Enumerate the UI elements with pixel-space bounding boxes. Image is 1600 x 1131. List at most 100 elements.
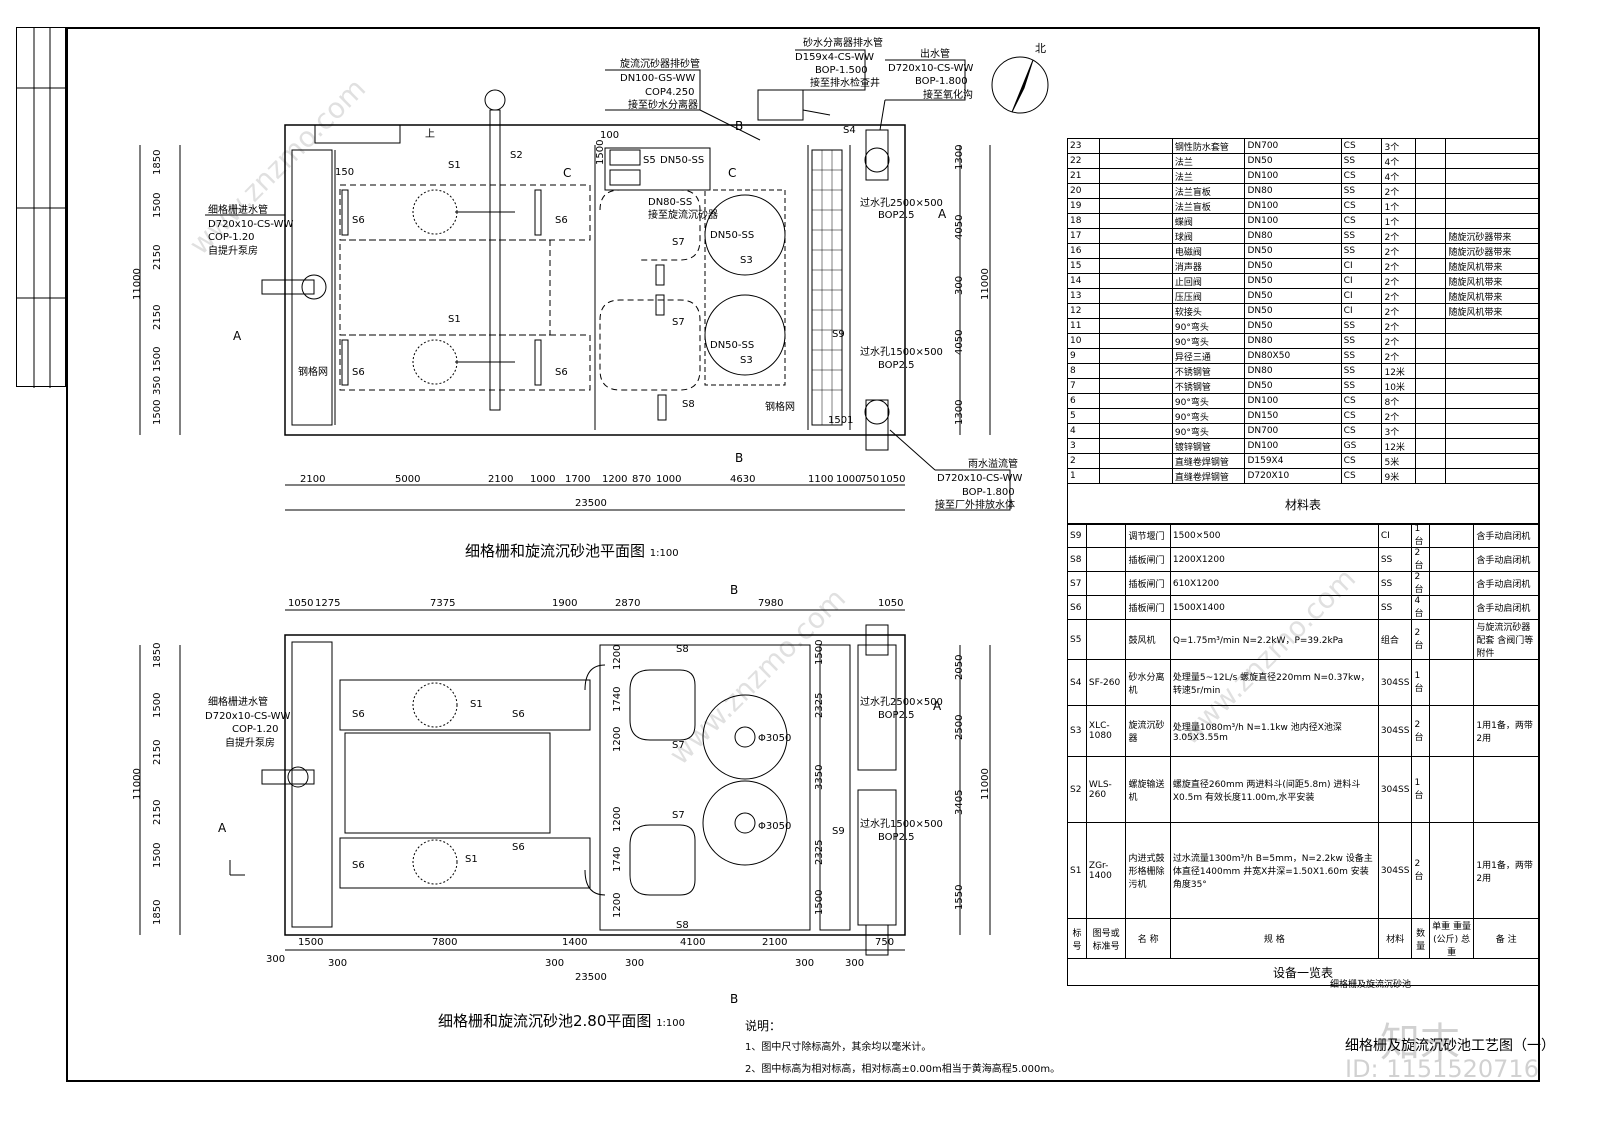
materials-cell [1099,198,1173,214]
materials-cell: DN50 [1244,243,1342,259]
plan1-dim-right-3: 4050 [954,330,965,355]
materials-cell: DN50 [1244,378,1342,394]
callout-out-0: 出水管 [920,47,950,60]
plan1-dn50-mid: DN50-SS [710,230,754,241]
equipment-cell: SS [1377,595,1413,620]
plan1-label-s3a: S3 [740,255,753,266]
equipment-header-cell: 规 格 [1169,918,1379,959]
plan2-inner-1: 1740 [612,687,623,712]
equipment-cell: SS [1377,547,1413,572]
equipment-cell: 含手动启闭机 [1473,595,1539,620]
materials-cell [1099,318,1173,334]
materials-cell: 2个 [1381,243,1416,259]
equipment-cell: XLC-1080 [1085,705,1127,757]
materials-cell [1099,183,1173,199]
materials-cell: DN700 [1244,138,1342,154]
materials-cell: SS [1340,363,1383,379]
plan1-label-s6b: S6 [555,215,568,226]
plan1-label-s3b: S3 [740,355,753,366]
plan2-section-b-bottom: B [730,992,738,1006]
materials-cell: 1 [1066,468,1101,484]
materials-cell [1445,333,1539,349]
drawing-frame [66,27,1540,1082]
plan2-s1a: S1 [470,699,483,710]
revision-strip [16,27,67,388]
materials-cell-empty [1414,243,1447,259]
plan1-inlet-spec: D720x10-CS-WW [208,219,293,230]
materials-cell: 8个 [1381,393,1416,409]
materials-cell: SS [1340,333,1383,349]
materials-cell [1099,348,1173,364]
plan2-dim-left-4: 1500 [152,843,163,868]
materials-cell-empty [1414,303,1447,319]
plan2-inner-4: 1740 [612,847,623,872]
plan2-inner-10: 1500 [814,890,825,915]
equipment-cell: S1 [1067,822,1087,919]
materials-cell [1099,453,1173,469]
materials-cell: CS [1340,393,1383,409]
plan1-connect: 接至旋流沉砂器 [648,208,718,221]
materials-cell-empty [1414,348,1447,364]
plan1-dim-left-4: 1500 [152,347,163,372]
plan2-dim-b2-1: 300 [328,958,347,969]
plan1-dim-right-4: 1300 [954,400,965,425]
equipment-cell: 1200X1200 [1169,547,1379,572]
materials-cell: 2 [1066,453,1101,469]
materials-cell-empty [1414,453,1447,469]
materials-cell: 异径三通 [1171,348,1246,364]
equipment-cell: 调节堰门 [1125,523,1171,548]
materials-cell: 90°弯头 [1171,318,1246,334]
plan1-dim-5000: 5000 [395,474,420,485]
materials-cell: DN100 [1244,168,1342,184]
plan2-inlet-spec: D720x10-CS-WW [205,711,290,722]
plan1-label-s4: S4 [843,125,856,136]
materials-cell [1099,438,1173,454]
plan2-dim-left-0: 1850 [152,643,163,668]
materials-cell: 6 [1066,393,1101,409]
equipment-cell: WLS-260 [1085,756,1127,823]
materials-cell: 20 [1066,183,1101,199]
materials-cell-empty [1414,468,1447,484]
plan1-inlet-label: 细格栅进水管 [208,203,268,216]
plan1-dim-1000a: 1000 [530,474,555,485]
materials-cell: 2个 [1381,318,1416,334]
materials-cell-empty [1414,198,1447,214]
equipment-cell: 1500×500 [1169,523,1379,548]
equipment-cell: CI [1377,523,1413,548]
equipment-cell: 含手动启闭机 [1473,523,1539,548]
materials-cell-empty [1414,288,1447,304]
materials-cell: 21 [1066,168,1101,184]
plan1-scale: 1:100 [649,548,679,559]
callout-ovf-0: 雨水溢流管 [968,457,1018,470]
plan2-s1b: S1 [465,854,478,865]
materials-cell: 随旋风机带来 [1445,288,1539,304]
materials-cell: 12米 [1381,363,1416,379]
plan2-s7b: S7 [672,810,685,821]
plan2-weir2-bop: BOP2.5 [878,832,915,843]
plan1-label-s6a: S6 [352,215,365,226]
materials-cell: 法兰盲板 [1171,198,1246,214]
materials-cell-empty [1414,228,1447,244]
materials-cell: SS [1340,378,1383,394]
plan2-s6c: S6 [352,860,365,871]
materials-cell: 10米 [1381,378,1416,394]
equipment-cell-empty [1428,756,1475,823]
materials-cell: CS [1340,423,1383,439]
plan1-label-s8: S8 [682,399,695,410]
materials-cell: DN80 [1244,363,1342,379]
plan1-steel-gate-2: 钢格网 [765,400,795,413]
materials-cell [1445,183,1539,199]
plan2-dim-top-3: 1900 [552,598,577,609]
plan1-dim-1050: 1050 [880,474,905,485]
materials-cell: GS [1340,438,1383,454]
materials-cell [1445,318,1539,334]
materials-cell-empty [1414,168,1447,184]
materials-cell: 3个 [1381,423,1416,439]
materials-cell: D159X4 [1244,453,1342,469]
equipment-cell: 2台 [1411,547,1430,572]
